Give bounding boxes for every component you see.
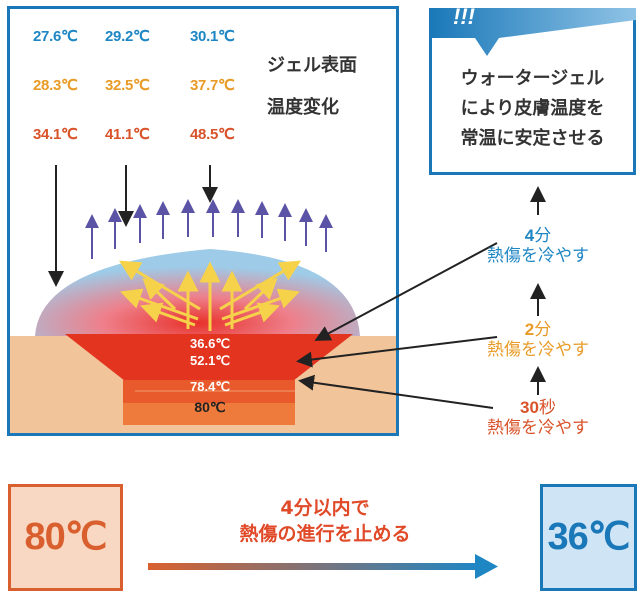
start-temp-box: 80℃ bbox=[8, 484, 123, 591]
internal-heat-arrows bbox=[118, 260, 302, 331]
step-2min-unit: 分 bbox=[534, 320, 552, 340]
progress-arrow-shaft bbox=[148, 563, 478, 570]
gel-temp-r1c1: 27.6℃ bbox=[33, 28, 78, 45]
gel-label-line1: ジェル表面 bbox=[267, 55, 357, 76]
gel-diagram-panel: 27.6℃ 29.2℃ 30.1℃ 28.3℃ 32.5℃ 37.7℃ 34.1… bbox=[7, 6, 399, 436]
callout-line2: により皮膚温度を bbox=[460, 98, 605, 119]
burn-layer-bottom bbox=[123, 403, 295, 425]
step-4min-unit: 分 bbox=[534, 226, 552, 246]
step-30sec-num: 30 bbox=[520, 398, 539, 417]
gel-temp-r2c1: 28.3℃ bbox=[33, 77, 78, 94]
gel-temp-r3c3: 48.5℃ bbox=[190, 126, 235, 143]
gel-temp-r1c2: 29.2℃ bbox=[105, 28, 150, 45]
progress-arrow-head bbox=[475, 554, 498, 579]
exclamation-badge: !!! bbox=[453, 4, 475, 29]
layer-temp-top: 36.6℃ bbox=[190, 336, 230, 351]
callout-text: ウォータージェル により皮膚温度を 常温に安定させる bbox=[435, 64, 630, 154]
gel-temp-r2c3: 37.7℃ bbox=[190, 77, 235, 94]
gel-temp-r3c2: 41.1℃ bbox=[105, 126, 150, 143]
bottom-caption: 4分以内で 熱傷の進行を止める bbox=[160, 495, 490, 547]
step-30sec-unit: 秒 bbox=[538, 398, 556, 418]
step-4min-num: 4 bbox=[524, 226, 535, 245]
end-temp-box: 36℃ bbox=[540, 484, 637, 591]
gel-label-line2: 温度変化 bbox=[267, 97, 339, 118]
gel-temp-r3c1: 34.1℃ bbox=[33, 126, 78, 143]
bottom-caption-line2: 熱傷の進行を止める bbox=[239, 523, 411, 545]
temperature-pointer-arrows bbox=[48, 165, 218, 287]
bottom-caption-line1: 4分以内で bbox=[280, 497, 370, 519]
callout-line3: 常温に安定させる bbox=[460, 128, 605, 149]
callout-line1: ウォータージェル bbox=[460, 68, 605, 89]
step-30sec: 30秒 熱傷を冷やす bbox=[458, 398, 618, 438]
gel-temp-r1c3: 30.1℃ bbox=[190, 28, 235, 45]
step-4min-text: 熱傷を冷やす bbox=[487, 246, 589, 266]
callout-banner bbox=[429, 8, 636, 56]
heat-release-arrows bbox=[85, 199, 333, 259]
step-4min: 4分 熱傷を冷やす bbox=[458, 226, 618, 266]
layer-temp-bottom: 80℃ bbox=[194, 399, 226, 415]
gel-temp-r2c2: 32.5℃ bbox=[105, 77, 150, 94]
layer-temp-third: 78.4℃ bbox=[190, 379, 230, 394]
step-2min-text: 熱傷を冷やす bbox=[487, 340, 589, 360]
step-2min: 2分 熱傷を冷やす bbox=[458, 320, 618, 360]
step-2min-num: 2 bbox=[524, 320, 535, 339]
layer-temp-second: 52.1℃ bbox=[190, 353, 230, 368]
step-30sec-text: 熱傷を冷やす bbox=[487, 418, 589, 438]
burn-layer-top bbox=[65, 334, 353, 381]
gel-cross-section-graphic bbox=[10, 165, 396, 433]
result-callout: !!! ウォータージェル により皮膚温度を 常温に安定させる bbox=[429, 4, 636, 175]
